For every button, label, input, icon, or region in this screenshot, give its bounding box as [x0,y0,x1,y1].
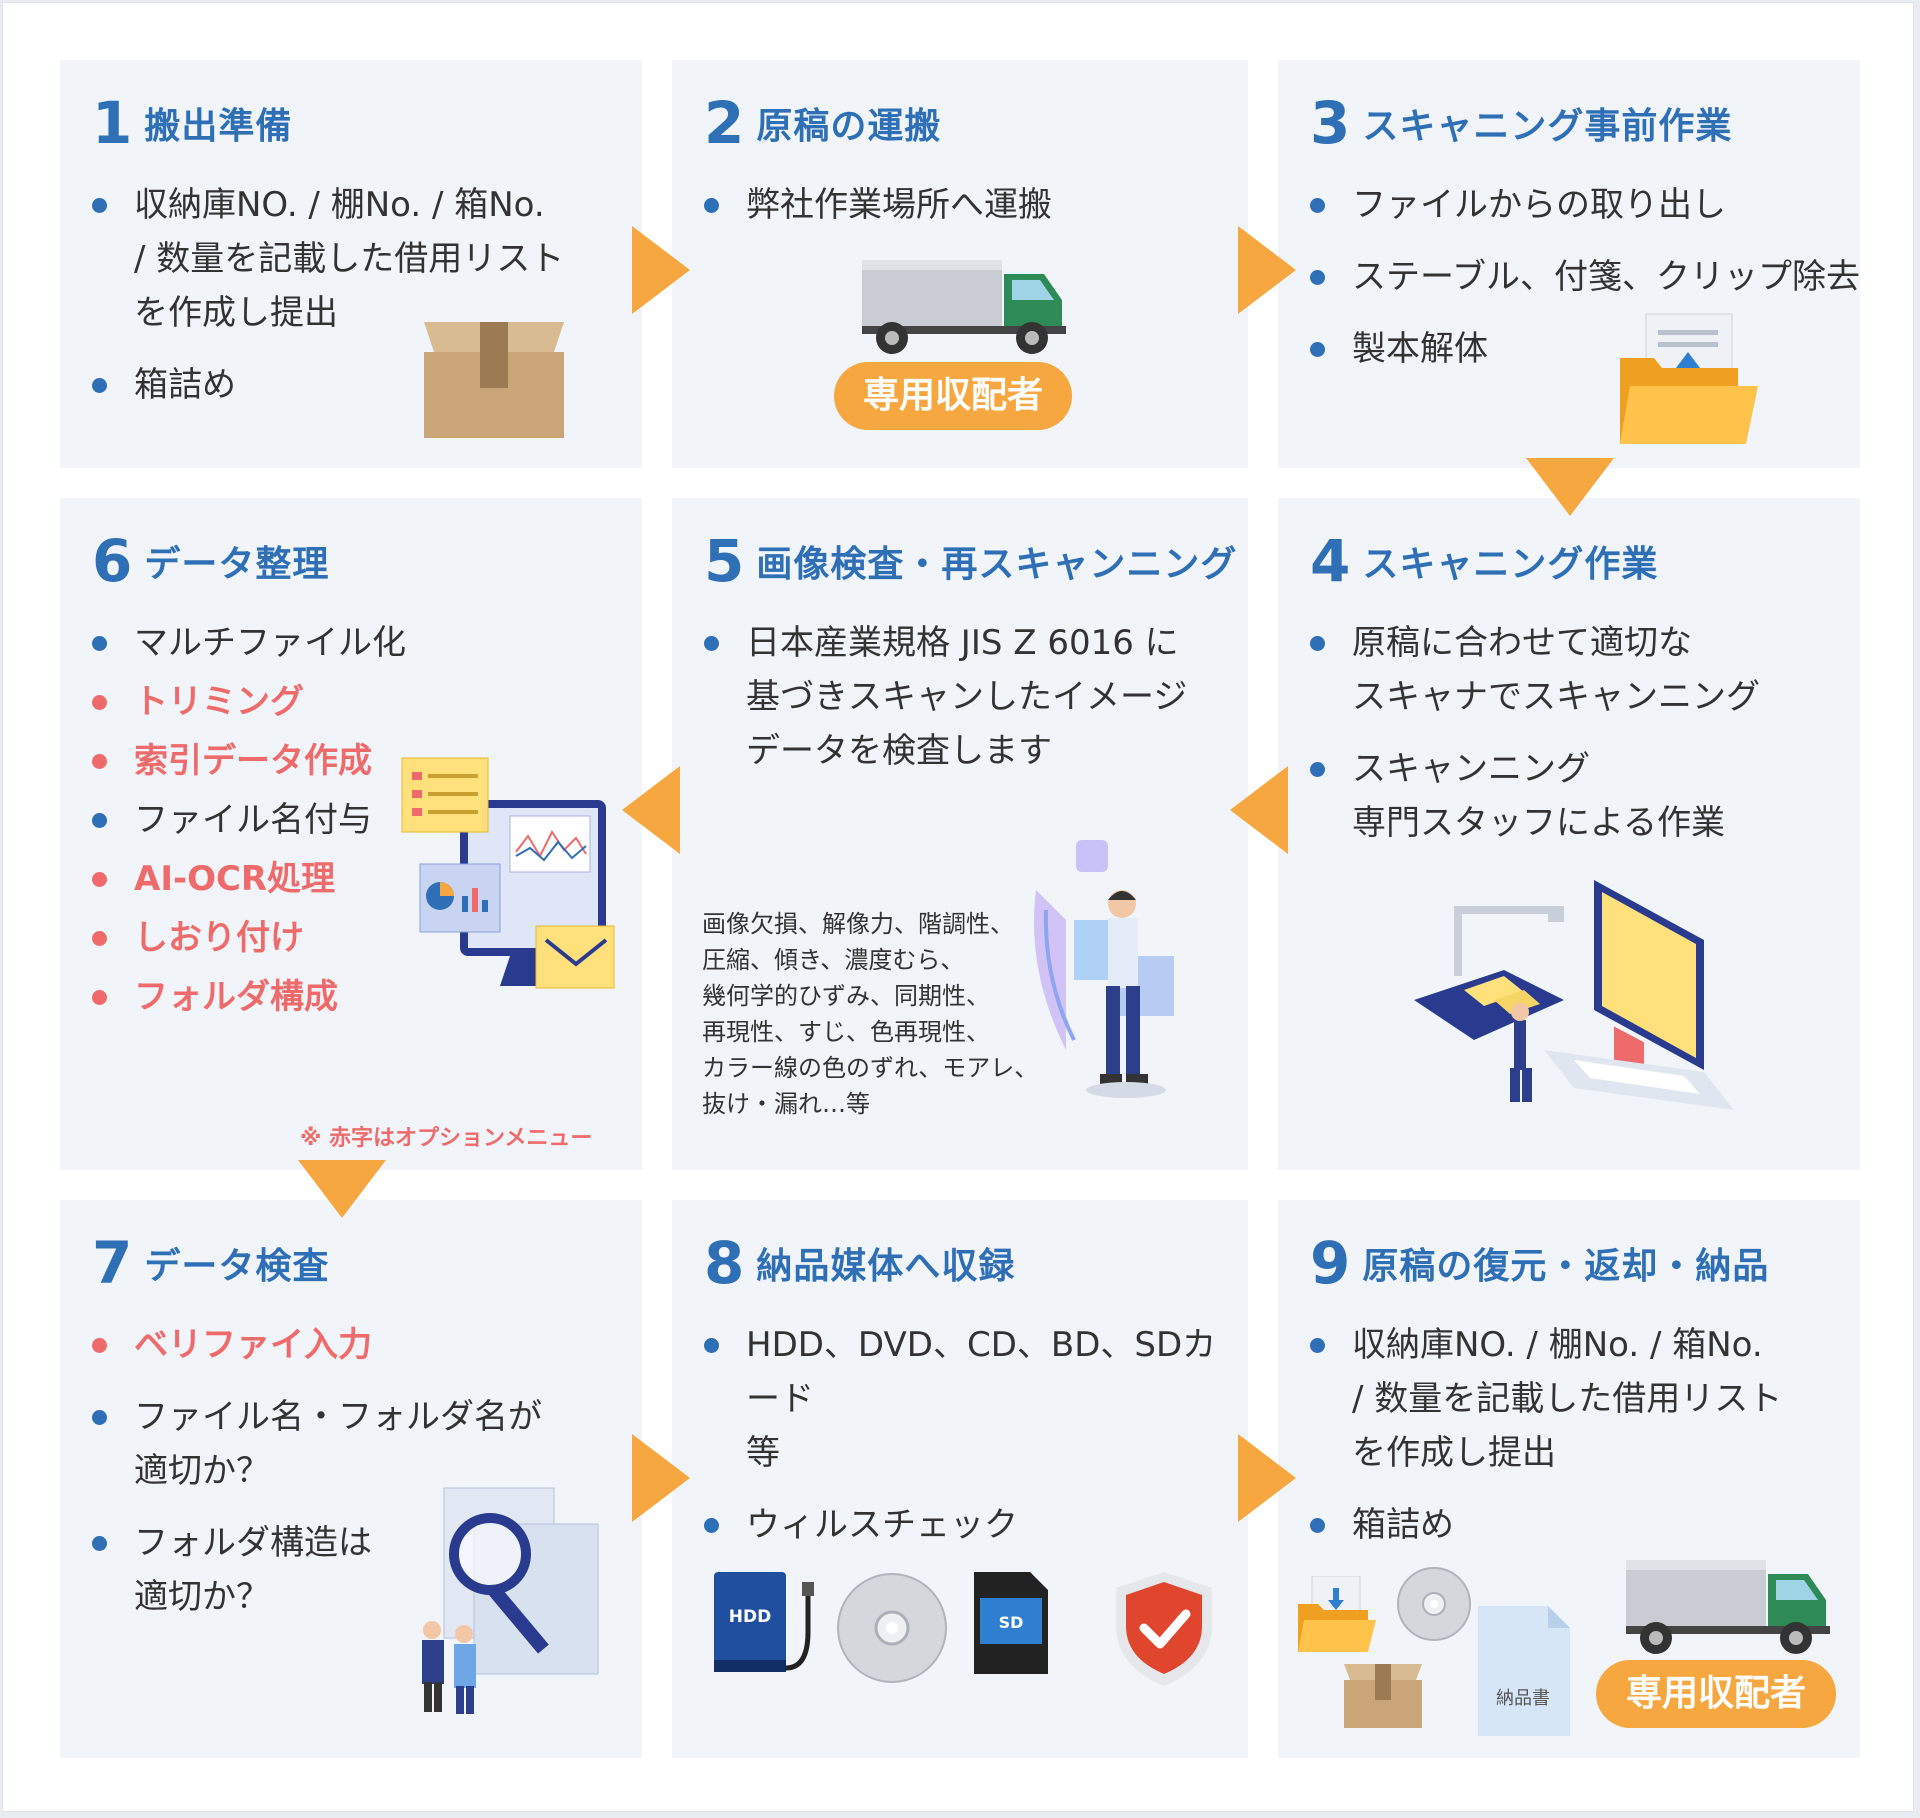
arrow-2-to-3 [1238,226,1296,314]
step-title: 納品媒体へ収録 [756,1246,1016,1287]
list-item: HDD、DVD、CD、BD、SDカード 等 [704,1318,1248,1480]
hdd-icon: HDD [714,1572,814,1672]
list-item: ステーブル、付箋、クリップ除去 [1310,250,1860,304]
option-list-item: トリミング [92,675,406,729]
arrow-1-to-2 [632,226,690,314]
step-title: データ検査 [144,1246,330,1287]
list-item: 箱詰め [1310,1498,1782,1552]
list-item: 製本解体 [1310,322,1860,376]
option-list-item: フォルダ構成 [92,970,406,1024]
magnifier-inspection-icon [422,1487,599,1714]
step-title: 原稿の復元・返却・納品 [1362,1246,1770,1287]
arrow-8-to-9 [1238,1434,1296,1522]
list-item: ファイル名付与 [92,793,406,847]
arrow-5-to-6 [622,766,680,854]
disc-icon [837,1573,947,1683]
step-number: 1 [92,89,133,157]
arrow-6-to-7 [298,1160,386,1218]
arrow-7-to-8 [632,1434,690,1522]
list-item: スキャンニング 専門スタッフによる作業 [1310,742,1760,850]
step-number: 3 [1310,89,1351,157]
step-item-list: 弊社作業場所へ運搬 [704,178,1052,250]
shield-check-icon [1116,1572,1212,1686]
list-item: 収納庫NO. / 棚No. / 箱No. / 数量を記載した借用リスト を作成し… [1310,1318,1782,1480]
folder-upload-icon [1620,313,1758,444]
sd-label: SD [999,1613,1024,1632]
courier-badge-return: 専用収配者 [1596,1660,1836,1728]
step-item-list: 収納庫NO. / 棚No. / 箱No. / 数量を記載した借用リスト を作成し… [1310,1318,1782,1570]
laptop-scanner-illustration-icon [1414,880,1734,1110]
step-title: 搬出準備 [144,106,293,147]
disc-icon-return [1397,1567,1471,1641]
step-number: 9 [1310,1229,1351,1297]
step-title: 原稿の運搬 [756,106,942,147]
step-item-list: HDD、DVD、CD、BD、SDカード 等ウィルスチェック [704,1318,1248,1570]
dashboard-illustration-icon [401,757,615,989]
list-item: 弊社作業場所へ運搬 [704,178,1052,232]
step-title: スキャニング作業 [1362,544,1659,585]
option-menu-note: ※ 赤字はオプションメニュー [300,1126,593,1151]
truck-icon-return [1626,1560,1830,1654]
list-item: 日本産業規格 JIS Z 6016 に 基づきスキャンしたイメージ データを検査… [704,616,1187,778]
step-title: 画像検査・再スキャンニング [756,544,1238,585]
list-item: マルチファイル化 [92,616,406,670]
step-number: 5 [704,527,745,595]
courier-badge: 専用収配者 [834,362,1072,430]
arrow-4-to-5 [1230,766,1288,854]
list-item: ファイルからの取り出し [1310,178,1860,232]
step-item-list: 日本産業規格 JIS Z 6016 に 基づきスキャンしたイメージ データを検査… [704,616,1187,796]
cardboard-box-icon-return [1344,1664,1422,1728]
inspection-items-note: 画像欠損、解像力、階調性、 圧縮、傾き、濃度むら、 幾何学的ひずみ、同期性、 再… [702,910,1039,1118]
folder-download-icon [1298,1576,1376,1652]
list-item: 収納庫NO. / 棚No. / 箱No. / 数量を記載した借用リスト を作成し… [92,178,564,340]
list-item: 箱詰め [92,358,564,412]
option-list-item: ベリファイ入力 [92,1318,542,1372]
delivery-slip-label: 納品書 [1496,1688,1550,1709]
hdd-label: HDD [729,1607,771,1627]
step-number: 2 [704,89,745,157]
option-list-item: 索引データ作成 [92,734,406,788]
step-number: 4 [1310,527,1351,595]
list-item: ウィルスチェック [704,1498,1248,1552]
list-item: フォルダ構造は 適切か？ [92,1516,542,1624]
inspector-person-icon [1034,840,1174,1098]
list-item: 原稿に合わせて適切な スキャナでスキャンニング [1310,616,1760,724]
step-item-list: ベリファイ入力ファイル名・フォルダ名が 適切か？ フォルダ構造は 適切か？ [92,1318,542,1642]
truck-icon [862,260,1066,354]
step-item-list: 収納庫NO. / 棚No. / 箱No. / 数量を記載した借用リスト を作成し… [92,178,564,430]
step-item-list: ファイルからの取り出しステーブル、付箋、クリップ除去製本解体 [1310,178,1860,394]
option-list-item: AI-OCR処理 [92,852,406,906]
step-number: 8 [704,1229,745,1297]
arrow-3-to-4 [1526,458,1614,516]
sd-card-icon: SD [974,1572,1048,1674]
option-list-item: しおり付け [92,911,406,965]
cardboard-box-icon [424,322,564,438]
list-item: ファイル名・フォルダ名が 適切か？ [92,1390,542,1498]
delivery-slip-icon [1478,1606,1570,1736]
step-number: 7 [92,1229,133,1297]
step-title: データ整理 [144,544,330,585]
step-number: 6 [92,527,133,595]
step-title: スキャニング事前作業 [1362,106,1733,147]
step-item-list: 原稿に合わせて適切な スキャナでスキャンニングスキャンニング 専門スタッフによる… [1310,616,1760,868]
